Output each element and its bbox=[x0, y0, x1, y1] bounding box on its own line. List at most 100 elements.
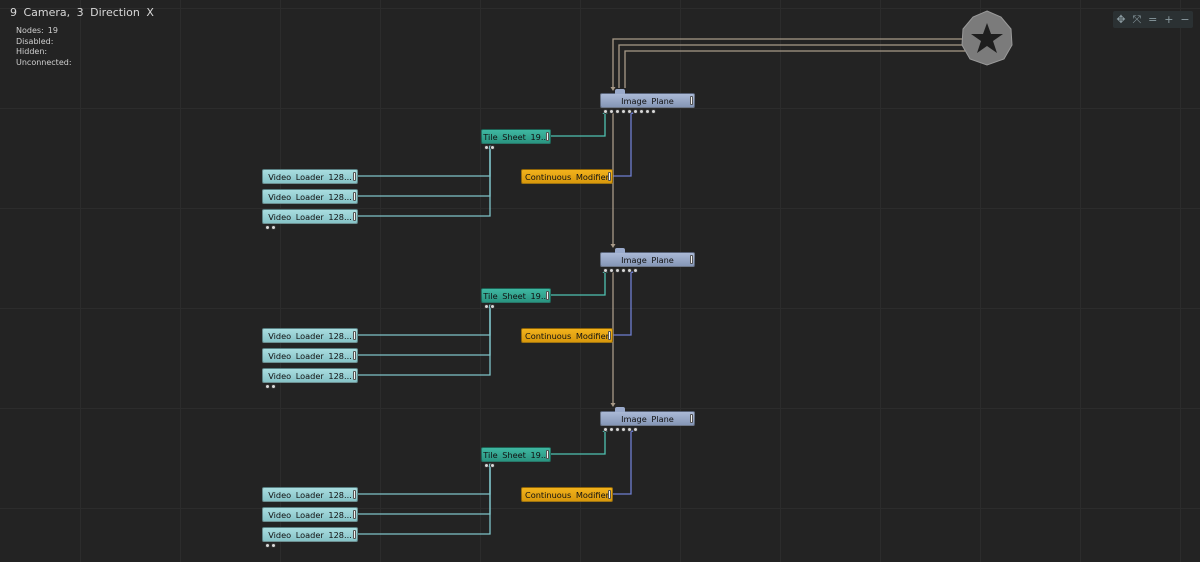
zoom-in-icon[interactable]: + bbox=[1164, 13, 1174, 26]
input-port[interactable] bbox=[615, 268, 620, 273]
output-port[interactable] bbox=[690, 255, 693, 264]
input-port[interactable] bbox=[627, 109, 632, 114]
node-label: Image Plane bbox=[621, 414, 674, 424]
input-ports bbox=[484, 145, 495, 151]
input-port[interactable] bbox=[633, 427, 638, 432]
video-loader-node[interactable]: Video Loader 128... bbox=[262, 487, 358, 502]
wire-arrow bbox=[610, 403, 616, 407]
output-port[interactable] bbox=[608, 331, 611, 340]
input-port[interactable] bbox=[265, 225, 270, 230]
input-ports bbox=[265, 384, 276, 390]
output-port[interactable] bbox=[353, 172, 356, 181]
input-port[interactable] bbox=[603, 109, 608, 114]
input-port[interactable] bbox=[609, 109, 614, 114]
video-loader-node[interactable]: Video Loader 128... bbox=[262, 507, 358, 522]
graph-stats: Nodes:19 Disabled: Hidden: Unconnected: bbox=[16, 26, 72, 68]
node-label: Tile Sheet 19... bbox=[483, 450, 549, 460]
output-port[interactable] bbox=[546, 132, 549, 141]
output-port[interactable] bbox=[546, 291, 549, 300]
output-port[interactable] bbox=[546, 450, 549, 459]
output-port[interactable] bbox=[353, 510, 356, 519]
image-plane-node[interactable]: Image Plane bbox=[600, 248, 695, 273]
output-port[interactable] bbox=[353, 351, 356, 360]
tile-sheet-node[interactable]: Tile Sheet 19... bbox=[481, 288, 551, 309]
wire-modifier-to-plane bbox=[612, 111, 632, 177]
input-ports bbox=[265, 543, 276, 549]
output-port[interactable] bbox=[353, 212, 356, 221]
wire-root bbox=[612, 38, 965, 88]
fit-icon[interactable]: ⤧ bbox=[1132, 13, 1142, 26]
video-loader-node[interactable]: Video Loader 128... bbox=[262, 368, 358, 389]
input-port[interactable] bbox=[609, 427, 614, 432]
output-port[interactable] bbox=[690, 414, 693, 423]
input-ports bbox=[265, 225, 276, 231]
tile-sheet-node[interactable]: Tile Sheet 19... bbox=[481, 129, 551, 150]
move-icon[interactable]: ✥ bbox=[1116, 13, 1126, 26]
input-port[interactable] bbox=[271, 543, 276, 548]
node-label: Video Loader 128... bbox=[268, 530, 352, 540]
notch-logo-icon bbox=[956, 9, 1018, 71]
node-label: Continuous Modifier bbox=[525, 490, 609, 500]
stat-unconnected: Unconnected: bbox=[16, 58, 72, 69]
wire-video-to-tile bbox=[355, 464, 491, 515]
output-port[interactable] bbox=[353, 192, 356, 201]
input-port[interactable] bbox=[271, 225, 276, 230]
input-port[interactable] bbox=[609, 268, 614, 273]
output-port[interactable] bbox=[608, 490, 611, 499]
input-port[interactable] bbox=[615, 109, 620, 114]
stat-hidden: Hidden: bbox=[16, 47, 72, 58]
input-port[interactable] bbox=[627, 427, 632, 432]
image-plane-node[interactable]: Image Plane bbox=[600, 407, 695, 432]
tile-sheet-node[interactable]: Tile Sheet 19... bbox=[481, 447, 551, 468]
input-port[interactable] bbox=[265, 543, 270, 548]
image-plane-node[interactable]: Image Plane bbox=[600, 89, 695, 114]
input-port[interactable] bbox=[603, 268, 608, 273]
zoom-out-icon[interactable]: − bbox=[1180, 13, 1190, 26]
input-port[interactable] bbox=[633, 109, 638, 114]
output-port[interactable] bbox=[353, 530, 356, 539]
input-port[interactable] bbox=[490, 304, 495, 309]
input-port[interactable] bbox=[621, 109, 626, 114]
input-port[interactable] bbox=[603, 427, 608, 432]
video-loader-node[interactable]: Video Loader 128... bbox=[262, 348, 358, 363]
input-port[interactable] bbox=[490, 463, 495, 468]
input-port[interactable] bbox=[615, 427, 620, 432]
video-loader-node[interactable]: Video Loader 128... bbox=[262, 527, 358, 548]
input-port[interactable] bbox=[484, 145, 489, 150]
output-port[interactable] bbox=[608, 172, 611, 181]
wire-arrow bbox=[610, 87, 616, 91]
input-port[interactable] bbox=[265, 384, 270, 389]
output-port[interactable] bbox=[690, 96, 693, 105]
node-label: Video Loader 128... bbox=[268, 510, 352, 520]
node-label: Video Loader 128... bbox=[268, 490, 352, 500]
input-port[interactable] bbox=[639, 109, 644, 114]
wire-video-to-tile bbox=[355, 146, 491, 177]
continuous-modifier-node[interactable]: Continuous Modifier bbox=[521, 169, 613, 184]
wire-video-to-tile bbox=[355, 464, 491, 535]
input-port[interactable] bbox=[621, 427, 626, 432]
node-tab bbox=[615, 248, 625, 253]
input-port[interactable] bbox=[633, 268, 638, 273]
input-port[interactable] bbox=[621, 268, 626, 273]
node-label: Image Plane bbox=[621, 255, 674, 265]
output-port[interactable] bbox=[353, 490, 356, 499]
output-port[interactable] bbox=[353, 331, 356, 340]
input-port[interactable] bbox=[627, 268, 632, 273]
input-port[interactable] bbox=[645, 109, 650, 114]
input-port[interactable] bbox=[651, 109, 656, 114]
video-loader-node[interactable]: Video Loader 128... bbox=[262, 328, 358, 343]
output-port[interactable] bbox=[353, 371, 356, 380]
continuous-modifier-node[interactable]: Continuous Modifier bbox=[521, 328, 613, 343]
video-loader-node[interactable]: Video Loader 128... bbox=[262, 169, 358, 184]
input-port[interactable] bbox=[484, 304, 489, 309]
continuous-modifier-node[interactable]: Continuous Modifier bbox=[521, 487, 613, 502]
wire-modifier-to-plane bbox=[612, 270, 632, 336]
input-port[interactable] bbox=[484, 463, 489, 468]
input-port[interactable] bbox=[490, 145, 495, 150]
input-port[interactable] bbox=[271, 384, 276, 389]
video-loader-node[interactable]: Video Loader 128... bbox=[262, 209, 358, 230]
wire-video-to-tile bbox=[355, 305, 491, 356]
input-ports bbox=[484, 304, 495, 310]
video-loader-node[interactable]: Video Loader 128... bbox=[262, 189, 358, 204]
equals-icon[interactable]: = bbox=[1148, 13, 1158, 26]
